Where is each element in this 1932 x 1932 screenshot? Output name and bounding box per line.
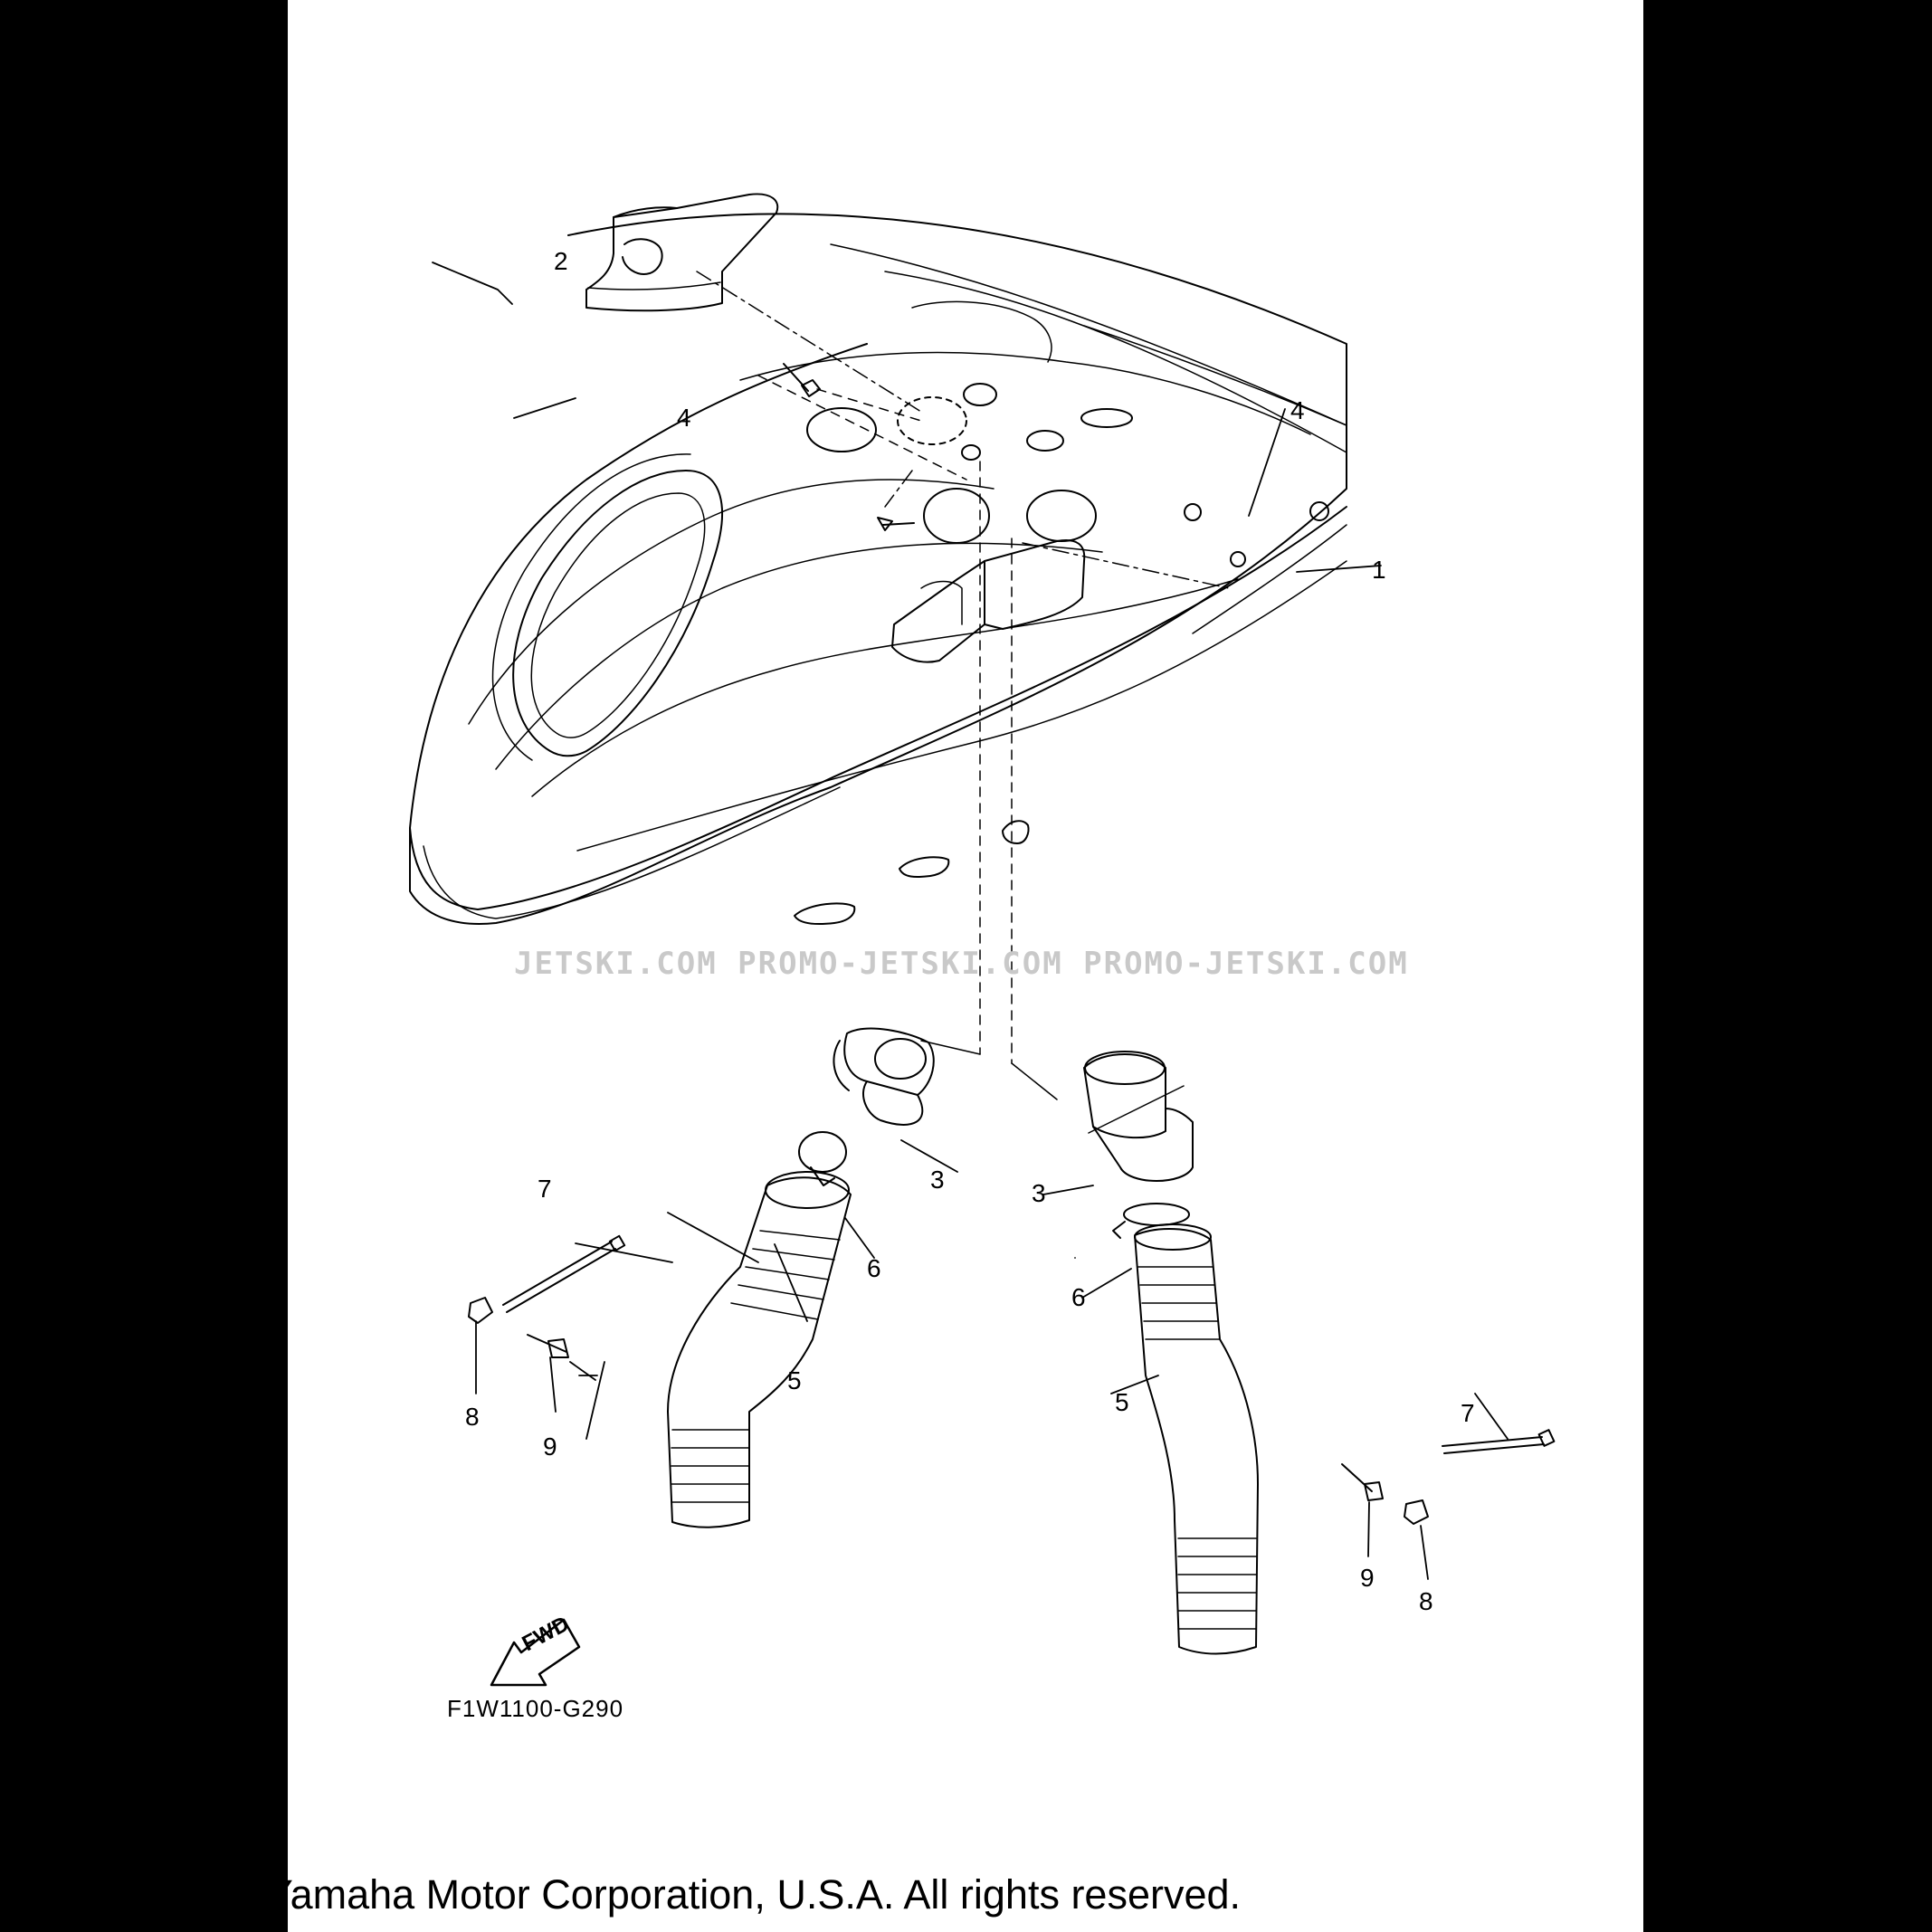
leader-joins <box>920 1040 1058 1100</box>
callout-7-left: 7 <box>538 1175 552 1203</box>
callout-5-right: 5 <box>1115 1388 1129 1416</box>
copyright-notice: ©2017 Yamaha Motor Corporation, U.S.A. A… <box>134 1871 1242 1918</box>
callout-5-left: 5 <box>787 1366 802 1394</box>
part-4-screws <box>783 363 915 531</box>
storage-hatch-opening <box>491 453 723 761</box>
callout-3-left: 3 <box>930 1166 945 1194</box>
fwd-arrow-icon <box>490 1618 581 1687</box>
hull-deck <box>409 213 1347 925</box>
callout-6-left: 6 <box>867 1254 881 1282</box>
part-1-bracket <box>891 539 1086 663</box>
part-3-right-elbow <box>1083 1051 1194 1182</box>
part-2-bracket <box>585 193 779 312</box>
part-7-cable-ties <box>502 1234 1556 1454</box>
figure-code: F1W1100-G290 <box>447 1695 624 1722</box>
side-cleats <box>794 820 1030 925</box>
part-6-clamps <box>798 1131 1190 1239</box>
callout-2: 2 <box>554 247 568 275</box>
parts-diagram <box>409 193 1556 1687</box>
part-5-left-hose <box>667 1171 852 1528</box>
callout-9-right: 9 <box>1360 1564 1375 1592</box>
assembly-lines <box>696 271 1230 1064</box>
callout-4-left: 4 <box>677 404 691 432</box>
callout-9-left: 9 <box>543 1432 557 1461</box>
watermark: JETSKI.COM PROMO-JETSKI.COM PROMO-JETSKI… <box>514 946 1409 982</box>
callout-8-left: 8 <box>465 1403 480 1431</box>
diagram-sheet: 1 2 4 4 3 3 6 6 7 7 5 5 8 8 9 9 JETSKI.C… <box>288 0 1643 1932</box>
deck-vent-holes <box>806 383 1329 567</box>
callout-4-right: 4 <box>1290 396 1305 424</box>
part-9-rivets <box>527 1334 1384 1501</box>
callout-7-right: 7 <box>1461 1399 1475 1427</box>
callout-leaders <box>432 262 1508 1580</box>
part-8-clips <box>468 1297 1429 1525</box>
callout-8-right: 8 <box>1419 1587 1433 1615</box>
callout-3-right: 3 <box>1032 1179 1046 1207</box>
callout-1: 1 <box>1372 556 1386 584</box>
callout-6-right: 6 <box>1071 1283 1086 1311</box>
part-3-left-elbow <box>833 1027 935 1126</box>
part-5-right-hose <box>1134 1223 1259 1655</box>
